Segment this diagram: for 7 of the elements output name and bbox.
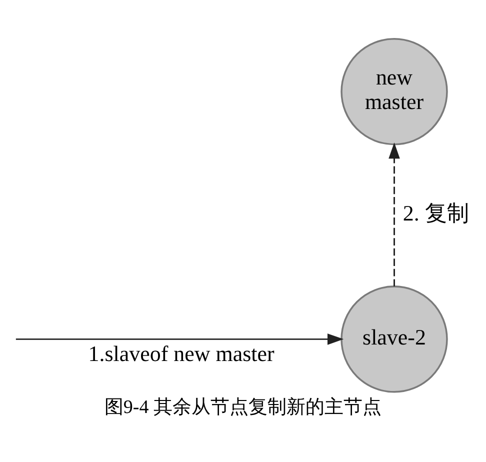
caption: 图9-4 其余从节点复制新的主节点: [104, 396, 382, 418]
arrow: [388, 142, 400, 286]
edge-label: 1.slaveof new master: [88, 340, 274, 366]
node-circle: new master: [340, 37, 448, 145]
arrow: [16, 333, 344, 344]
edge-label: 2. 复制: [402, 200, 469, 226]
node-circle: slave-2: [340, 285, 448, 392]
